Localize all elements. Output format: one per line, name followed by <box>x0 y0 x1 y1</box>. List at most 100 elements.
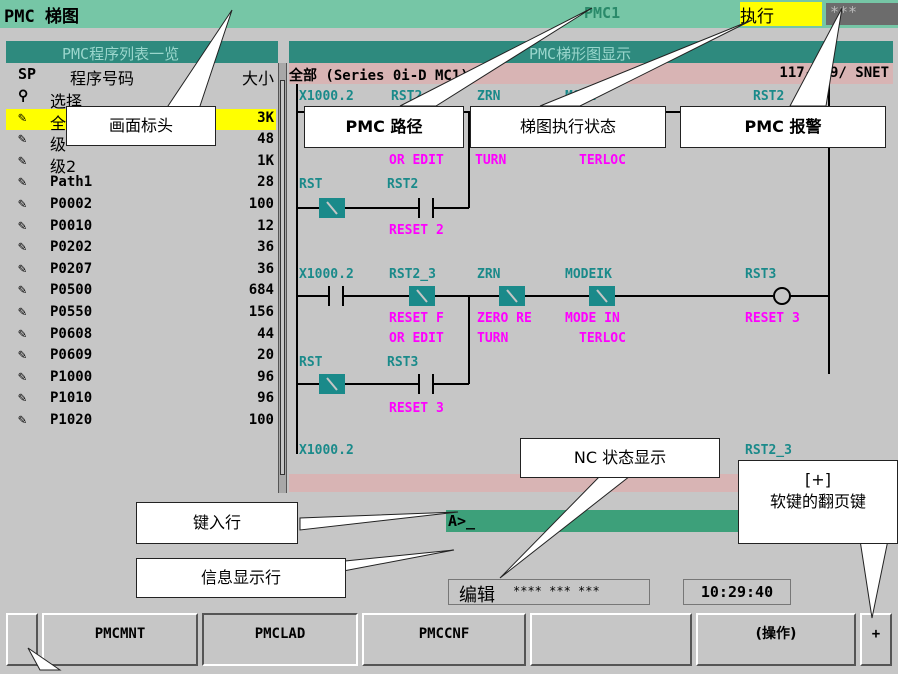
program-name: P0550 <box>50 304 93 320</box>
r2-parallel-contact-2-label: RST3 <box>387 355 418 370</box>
nc-status-display: 编辑 **** *** *** <box>448 579 650 606</box>
program-name: P1000 <box>50 368 93 385</box>
callout-key-line: 键入行 <box>136 502 298 544</box>
r2-comment-3b: TERLOC <box>579 331 626 346</box>
screen-title: PMC 梯图 <box>4 7 79 27</box>
callout-pmc-alarm: PMC 报警 <box>680 106 886 148</box>
rung-3[interactable]: X1000.2 RST2_3 <box>299 443 792 458</box>
program-row[interactable]: ✎ Path1 28 <box>6 173 276 194</box>
program-row[interactable]: ✎ P0500 684 <box>6 281 276 302</box>
program-row[interactable]: ⚲选择 <box>6 87 276 111</box>
program-size: 36 <box>257 260 274 277</box>
pencil-icon: ✎ <box>18 390 27 407</box>
program-size: 44 <box>257 325 274 342</box>
r2-parallel-contact-1-label: RST <box>299 355 323 370</box>
program-name: P0207 <box>50 260 93 277</box>
pencil-icon: ✎ <box>18 152 27 169</box>
pencil-icon: ✎ <box>18 325 27 342</box>
nc-mode: 编辑 <box>459 585 495 606</box>
program-row[interactable]: ✎ P0010 12 <box>6 217 276 238</box>
pencil-icon: ✎ <box>18 131 27 148</box>
program-name: 级2 <box>50 156 77 176</box>
program-row[interactable]: ✎ P0550 156 <box>6 303 276 324</box>
pencil-icon: ✎ <box>18 412 27 428</box>
rung-2[interactable]: X1000.2 RST2_3 ZRN MODEIK RST3 RESET F Z… <box>297 267 829 416</box>
softkey-return[interactable] <box>6 613 38 666</box>
r2-contact-1-label: X1000.2 <box>299 267 354 282</box>
r2-coil-comment: RESET 3 <box>745 311 800 326</box>
r1-contact-1-label: X1000.2 <box>299 89 354 104</box>
callout-page-key-line1: [+] <box>805 470 831 489</box>
program-size: 156 <box>248 304 274 320</box>
r1-parallel-contact-1-label: RST <box>299 177 323 192</box>
program-name: P0608 <box>50 325 93 342</box>
r1-comment-1: OR EDIT <box>389 153 444 168</box>
nc-status-stars: **** *** *** <box>513 584 600 598</box>
ladder-title-bar: PMC梯形图显示 <box>289 41 893 63</box>
r2-parallel-comment: RESET 3 <box>389 401 444 416</box>
pencil-icon: ✎ <box>18 260 27 277</box>
softkey-pmclad[interactable]: PMCLAD <box>202 613 358 666</box>
program-list-title-bar: PMC程序列表一览 <box>6 41 278 63</box>
search-icon: ⚲ <box>18 88 29 104</box>
program-name: P1020 <box>50 412 93 428</box>
program-name: P0609 <box>50 347 93 364</box>
pencil-icon: ✎ <box>18 174 27 191</box>
r1-contact-4-label: MODE <box>565 89 596 104</box>
r2-contact-3-label: ZRN <box>477 267 501 282</box>
program-size: 28 <box>257 174 274 191</box>
callout-page-key-line2: 软键的翻页键 <box>769 492 866 511</box>
program-name: P0500 <box>50 282 93 299</box>
r2-coil-label: RST3 <box>745 267 776 282</box>
program-name: Path1 <box>50 174 93 191</box>
pencil-icon: ✎ <box>18 282 27 299</box>
ladder-program-name: 全部 (Series 0i-D MC1) <box>289 68 469 84</box>
softkey-pmccnf[interactable]: PMCCNF <box>362 613 526 666</box>
program-name: P0002 <box>50 196 93 212</box>
program-size: 20 <box>257 347 274 364</box>
pencil-icon: ✎ <box>18 217 27 234</box>
program-row[interactable]: ✎ P0608 44 <box>6 325 276 346</box>
r2-comment-2: ZERO RE <box>477 311 532 326</box>
pencil-icon: ✎ <box>18 368 27 385</box>
callout-screen-header: 画面标头 <box>66 106 216 146</box>
program-size: 100 <box>248 412 274 428</box>
program-name: 全 <box>50 113 67 133</box>
r1-contact-2-label: RST2 <box>391 89 422 104</box>
r2-comment-1b: OR EDIT <box>389 331 444 346</box>
col-program-no: 程序号码 <box>70 69 135 88</box>
pencil-icon: ✎ <box>18 109 27 126</box>
r2-comment-1: RESET F <box>389 311 444 326</box>
softkey-pmcmnt[interactable]: PMCMNT <box>42 613 198 666</box>
softkey-blank[interactable] <box>530 613 692 666</box>
r3-contact-1-label: X1000.2 <box>299 443 354 458</box>
program-size: 12 <box>257 217 274 234</box>
program-list-header: SP 程序号码 大小 <box>6 65 276 88</box>
program-row[interactable]: ✎ P0207 36 <box>6 260 276 281</box>
ladder-header: 全部 (Series 0i-D MC1) 117-119/ SNET <box>289 63 893 84</box>
softkey-page-next[interactable]: + <box>860 613 892 666</box>
list-scroll-thumb[interactable] <box>280 80 285 475</box>
r1-coil-label: RST2 <box>753 89 784 104</box>
program-size: 684 <box>248 282 274 299</box>
program-size: 1K <box>257 152 274 169</box>
program-size: 96 <box>257 368 274 385</box>
pencil-icon: ✎ <box>18 304 27 320</box>
callout-msg-line: 信息显示行 <box>136 558 346 598</box>
program-row[interactable]: ✎ P1020 100 <box>6 411 276 432</box>
softkey-operation[interactable]: (操作) <box>696 613 856 666</box>
program-name: P1010 <box>50 390 93 407</box>
r2-coil-rst3[interactable] <box>773 287 791 305</box>
r2-contact-2-label: RST2_3 <box>389 267 436 282</box>
callout-pmc-path: PMC 路径 <box>304 106 464 148</box>
program-row[interactable]: ✎ 级2 1K <box>6 152 276 176</box>
program-row[interactable]: ✎ P1000 96 <box>6 368 276 389</box>
pencil-icon: ✎ <box>18 196 27 212</box>
pmc-alarm: *** <box>826 3 898 25</box>
program-name: P0010 <box>50 217 93 234</box>
